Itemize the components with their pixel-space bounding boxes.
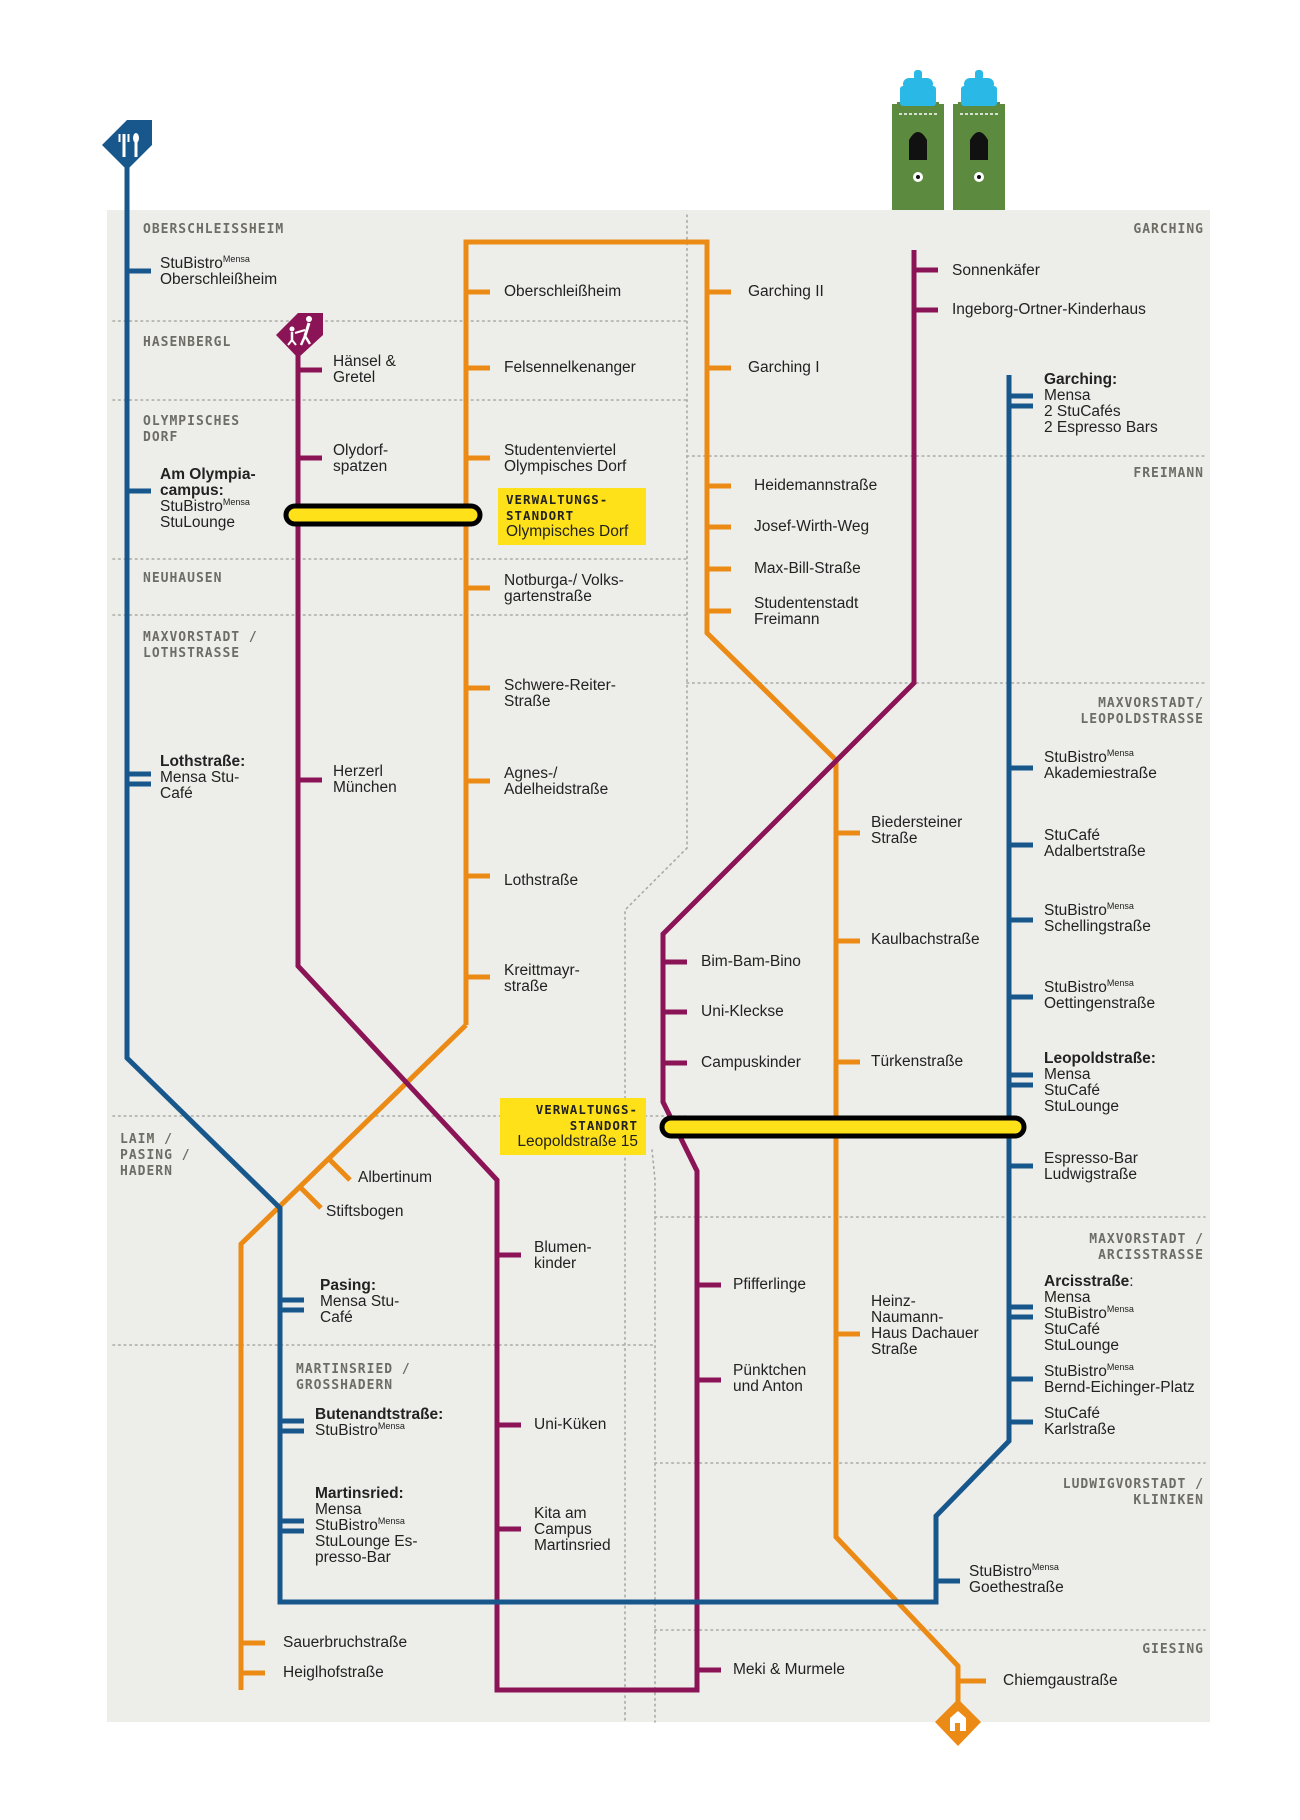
purple-ticks [298, 267, 938, 1673]
admin-office-heading: VERWALTUNGS- STANDORT [506, 492, 609, 523]
transfer-bar-olympic [283, 503, 483, 527]
stop-campuskinder: Campuskinder [701, 1054, 801, 1071]
stop-stiftsbogen: Stiftsbogen [326, 1203, 404, 1220]
district-hasenbergl: HASENBERGL [143, 335, 232, 350]
stop-haensel-gretel: Hänsel & Gretel [333, 353, 396, 386]
stop-stucafe-adalbertstrasse: StuCafé Adalbertstraße [1044, 827, 1146, 860]
right-tower [953, 70, 1005, 210]
stop-lothstrasse-mensa: Lothstraße:Mensa Stu- Café [160, 753, 246, 802]
admin-office-place: Leopoldstraße 15 [517, 1133, 638, 1150]
district-garching: GARCHING [1133, 222, 1204, 237]
stop-heiglhofstrasse: Heiglhofstraße [283, 1664, 384, 1681]
stop-albertinum: Albertinum [358, 1169, 433, 1186]
stop-notburga-volksgartenstrasse: Notburga-/ Volks- gartenstraße [504, 572, 624, 605]
stop-sauerbruchstrasse: Sauerbruchstraße [283, 1634, 408, 1651]
admin-office-heading: VERWALTUNGS- STANDORT [535, 1102, 638, 1133]
district-martinsried-grosshadern: MARTINSRIED / GROSSHADERN [296, 1362, 411, 1393]
stop-uni-kueken: Uni-Küken [534, 1416, 607, 1433]
stop-ingeborg-ortner-kinderhaus: Ingeborg-Ortner-Kinderhaus [952, 301, 1146, 318]
parent-child-icon [276, 313, 323, 358]
stop-kreittmayrstrasse: Kreittmayr- straße [504, 962, 580, 995]
stop-oberschleissheim-housing: Oberschleißheim [504, 283, 622, 300]
stop-blumenkinder: Blumen- kinder [534, 1239, 592, 1272]
stop-pasing: Pasing:Mensa Stu- Café [320, 1277, 400, 1326]
district-giesing: GIESING [1142, 1642, 1204, 1657]
district-maxvorstadt-leopoldstrasse: MAXVORSTADT/ LEOPOLDSTRASSE [1080, 696, 1204, 727]
district-freimann: FREIMANN [1133, 466, 1204, 481]
house-icon [935, 1699, 981, 1746]
stop-tuerkenstrasse: Türkenstraße [871, 1053, 964, 1070]
stop-garching-ii: Garching II [748, 283, 824, 300]
transfer-bar-leopold [659, 1115, 1027, 1139]
stop-puenktchen-und-anton: Pünktchen und Anton [733, 1362, 807, 1395]
stop-butenandtstrasse: Butenandtstraße:StuBistroMensa [315, 1406, 444, 1439]
frauenkirche-towers-icon [892, 70, 1005, 210]
admin-office-olympisches-dorf: VERWALTUNGS- STANDORT Olympisches Dorf [498, 488, 646, 545]
stop-heinz-naumann-haus: Heinz- Naumann- Haus Dachauer Straße [871, 1293, 979, 1358]
orange-line-west [238, 239, 961, 1710]
orange-ticks [241, 289, 986, 1684]
district-maxvorstadt-lothstrasse: MAXVORSTADT / LOTHSTRASSE [143, 630, 258, 661]
district-maxvorstadt-arcisstrasse: MAXVORSTADT / ARCISSTRASSE [1089, 1232, 1204, 1263]
district-olympisches-dorf: OLYMPISCHES DORF [143, 414, 241, 445]
purple-lines [295, 250, 917, 1693]
stop-garching-mensa: Garching:Mensa 2 StuCafés 2 Espresso Bar… [1044, 371, 1158, 436]
stop-pfifferlinge: Pfifferlinge [733, 1276, 806, 1293]
stop-leopoldstrasse-mensa: Leopoldstraße:Mensa StuCafé StuLounge [1044, 1050, 1156, 1115]
stop-stucafe-karlstrasse: StuCafé Karlstraße [1044, 1405, 1116, 1438]
stop-agnes-adelheidstrasse: Agnes-/ Adelheidstraße [504, 765, 609, 798]
stop-felsennelkenanger: Felsennelkenanger [504, 359, 636, 376]
admin-office-leopoldstrasse: VERWALTUNGS- STANDORT Leopoldstraße 15 [500, 1098, 646, 1155]
blue-lines [124, 162, 1012, 1605]
stop-meki-murmele: Meki & Murmele [733, 1661, 845, 1678]
fork-knife-icon [102, 120, 152, 170]
stop-olydorfspatzen: Olydorf- spatzen [333, 442, 389, 475]
stop-sonnenkaefer: Sonnenkäfer [952, 262, 1040, 279]
admin-office-place: Olympisches Dorf [506, 523, 629, 540]
stop-heidemannstrasse: Heidemannstraße [754, 477, 878, 494]
district-laim-pasing-hadern: LAIM / PASING / HADERN [120, 1132, 191, 1179]
stop-espresso-bar-ludwigstrasse: Espresso-Bar Ludwigstraße [1044, 1150, 1138, 1183]
stop-biedersteiner-strasse: Biedersteiner Straße [871, 814, 963, 847]
stop-studentenstadt-freimann: Studentenstadt Freimann [754, 595, 859, 628]
stop-herzerl-muenchen: Herzerl München [333, 763, 397, 796]
stop-kaulbachstrasse: Kaulbachstraße [871, 931, 980, 948]
stop-max-bill-strasse: Max-Bill-Straße [754, 560, 861, 577]
left-tower [892, 70, 944, 210]
blue-ticks [127, 268, 1033, 1584]
stop-uni-kleckse: Uni-Kleckse [701, 1003, 784, 1020]
stop-lothstrasse-housing: Lothstraße [504, 872, 579, 889]
stop-kita-am-campus-martinsried: Kita am Campus Martinsried [534, 1505, 611, 1554]
stop-garching-i: Garching I [748, 359, 820, 376]
stop-studentenviertel-olympisches-dorf: Studentenviertel Olympisches Dorf [504, 442, 627, 475]
stop-bim-bam-bino: Bim-Bam-Bino [701, 953, 801, 970]
stop-schwere-reiter-strasse: Schwere-Reiter- Straße [504, 677, 616, 710]
district-borders [112, 214, 1206, 1723]
map-background [107, 210, 1210, 1722]
district-ludwigsvorstadt-kliniken: LUDWIGVORSTADT / KLINIKEN [1062, 1477, 1204, 1508]
stop-josef-wirth-weg: Josef-Wirth-Weg [754, 518, 870, 535]
district-neuhausen: NEUHAUSEN [143, 571, 223, 586]
stop-chiemgaustrasse: Chiemgaustraße [1003, 1672, 1118, 1689]
district-oberschleissheim: OBERSCHLEISSHEIM [143, 222, 285, 237]
